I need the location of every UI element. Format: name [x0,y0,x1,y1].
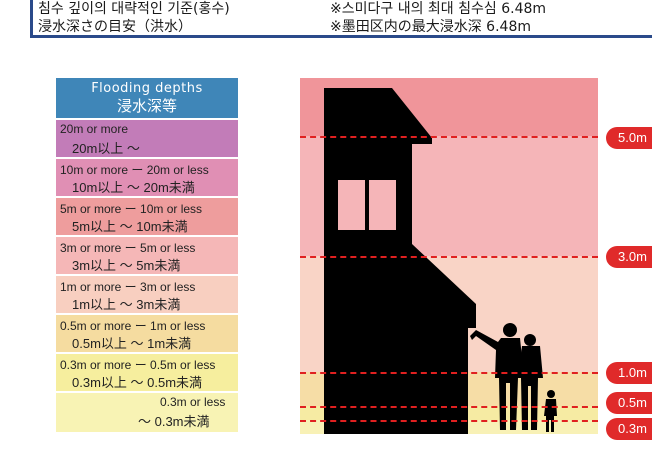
legend-title-ja: 浸水深等 [116,97,177,115]
legend-row-en: 5m or more ー 10m or less [60,202,203,216]
header-frame [30,0,652,38]
legend-row-en: 0.3m or less [160,395,226,409]
legend-row-3-5m: 3m or more ー 5m or less 3m以上 〜 5m未満 [56,237,238,275]
depth-tag-05m: 0.5m [606,392,652,414]
legend-row-ja: 20m以上 〜 [72,141,140,156]
legend-row-ja: 0.3m以上 〜 0.5m未満 [72,375,203,390]
adult-silhouette [470,323,543,430]
legend-row-en: 3m or more ー 5m or less [60,241,196,255]
depth-tag-5m: 5.0m [606,127,652,149]
depth-tag-1m: 1.0m [606,362,652,384]
legend-title: Flooding depths 浸水深等 [56,78,238,118]
legend-row-en: 0.5m or more ー 1m or less [60,319,206,333]
header: 침수 깊이의 대략적인 기준(홍수) 浸水深さの目安（洪水） ※스미다구 내의 … [0,0,652,44]
depth-line-1m [300,372,598,374]
header-note-ko: ※스미다구 내의 최대 침수심 6.48m [330,1,547,17]
depth-line-03m [300,420,598,422]
legend-row-en: 1m or more ー 3m or less [60,280,196,294]
legend-row-ja: 1m以上 〜 3m未満 [72,297,181,312]
header-title-ja: 浸水深さの目安（洪水） [38,19,192,35]
house-silhouette [324,88,476,434]
flood-depth-legend: Flooding depths 浸水深等 20m or more 20m以上 〜… [56,78,238,434]
legend-row-ja: 5m以上 〜 10m未満 [72,219,188,234]
legend-row-5-10m: 5m or more ー 10m or less 5m以上 〜 10m未満 [56,198,238,236]
legend-row-03-05m: 0.3m or more ー 0.5m or less 0.3m以上 〜 0.5… [56,354,238,392]
legend-row-ja: 10m以上 〜 20m未満 [72,180,195,195]
legend-row-05-1m: 0.5m or more ー 1m or less 0.5m以上 〜 1m未満 [56,315,238,353]
legend-row-1-3m: 1m or more ー 3m or less 1m以上 〜 3m未満 [56,276,238,314]
flood-depth-illustration [300,78,598,434]
legend-row-en: 10m or more ー 20m or less [60,163,209,177]
depth-line-05m [300,406,598,408]
header-title-ko: 침수 깊이의 대략적인 기준(홍수) [38,1,230,17]
header-note-ja: ※墨田区内の最大浸水深 6.48m [330,19,531,35]
child-silhouette [544,390,557,432]
legend-row-ja: 0.5m以上 〜 1m未満 [72,336,192,351]
legend-row-en: 20m or more [60,122,129,136]
legend-row-20m: 20m or more 20m以上 〜 [56,120,238,158]
legend-title-en: Flooding depths [91,81,203,96]
legend-row-under-03m: 0.3m or less 〜 0.3m未満 [56,393,238,433]
depth-tag-03m: 0.3m [606,418,652,440]
depth-line-5m [300,136,598,138]
depth-line-3m [300,256,598,258]
legend-row-en: 0.3m or more ー 0.5m or less [60,358,216,372]
depth-tag-3m: 3.0m [606,246,652,268]
legend-row-10-20m: 10m or more ー 20m or less 10m以上 〜 20m未満 [56,159,238,197]
legend-row-ja: 3m以上 〜 5m未満 [72,258,181,273]
house-and-people-silhouette [324,88,557,434]
legend-row-ja: 〜 0.3m未満 [138,414,210,429]
